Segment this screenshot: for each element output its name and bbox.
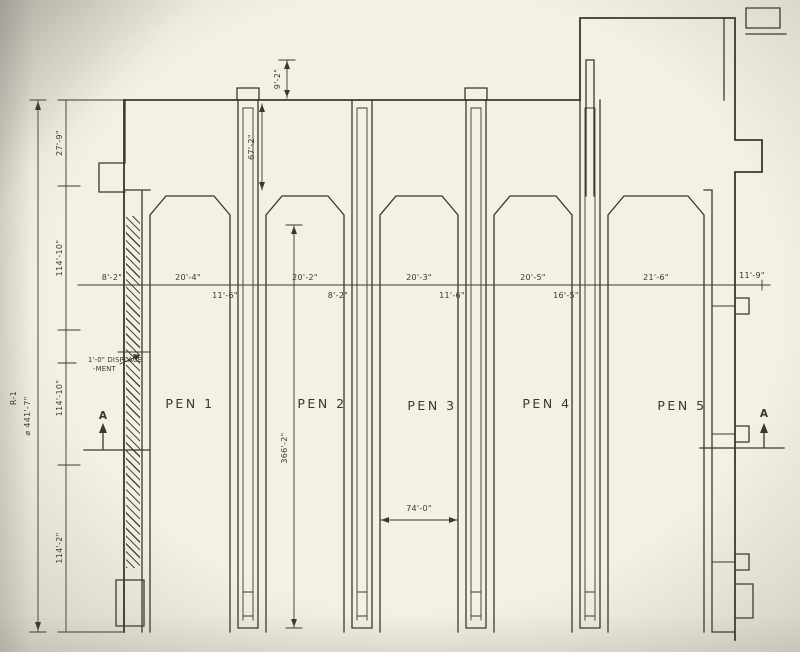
dim-left-2: 114'-10"	[55, 240, 64, 277]
dim-left-1: 27'-9"	[55, 130, 64, 156]
dim-pen4-width: 20'-5"	[520, 273, 546, 282]
top-dimensions: 9'-2" 67'-2"	[247, 59, 296, 191]
center-dimension-row: 8'-2" 20'-4" 20'-2" 20'-3" 20'-5" 21'-6"…	[77, 271, 771, 300]
dim-pier3: 11'-6"	[439, 291, 465, 300]
dim-pier4: 16'-5"	[553, 291, 579, 300]
hatched-wall	[126, 216, 140, 568]
dim-top-tab: 9'-2"	[273, 69, 282, 89]
dim-pier1: 11'-6"	[212, 291, 238, 300]
pen4-label: PEN 4	[522, 396, 571, 411]
pen-length-dimension: 366'-2"	[280, 224, 303, 629]
top-quay-structure	[98, 7, 787, 641]
right-outer-wall	[703, 189, 754, 633]
pen5-label: PEN 5	[657, 398, 706, 413]
pen3-label: PEN 3	[407, 398, 456, 413]
dim-pen5-width: 21'-6"	[643, 273, 669, 282]
pen3-width-dimension: 74'-0"	[379, 504, 459, 523]
dim-wall-right: 11'-9"	[739, 271, 765, 280]
pen2-label: PEN 2	[297, 396, 346, 411]
section-label-left: A	[99, 410, 108, 422]
left-dimension-chain: 27'-9" 114'-10" 114'-10" 114'-2" R-1 ⌀ 4…	[9, 99, 125, 633]
section-label-right: A	[760, 408, 769, 420]
dim-pen2-width: 20'-2"	[292, 273, 318, 282]
left-outer-wall	[115, 99, 151, 633]
pen-labels: PEN 1 PEN 2 PEN 3 PEN 4 PEN 5	[165, 396, 706, 413]
displacement-text-2: -MENT	[93, 365, 116, 373]
dim-pen1-width: 20'-4"	[175, 273, 201, 282]
dim-quay-depth: 67'-2"	[247, 134, 256, 160]
dim-pen-length: 366'-2"	[280, 432, 289, 463]
dim-left-3: 114'-10"	[55, 380, 64, 417]
pier-walls	[237, 99, 601, 629]
dim-overall-prefix: R-1	[9, 391, 18, 405]
dim-overall: ⌀ 441'-7"	[23, 396, 32, 435]
section-marker-left: A	[83, 410, 151, 451]
dim-pen3-clear: 74'-0"	[406, 504, 432, 513]
dim-left-4: 114'-2"	[55, 532, 64, 563]
displacement-text-1: 1'-0" DISPLACE	[88, 356, 142, 364]
dim-wall-left: 8'-2"	[102, 273, 122, 282]
dim-pen3-width: 20'-3"	[406, 273, 432, 282]
dim-pier2: 8'-2"	[328, 291, 348, 300]
pen1-label: PEN 1	[165, 396, 214, 411]
pen-slots	[149, 195, 705, 633]
section-marker-right: A	[699, 408, 785, 449]
